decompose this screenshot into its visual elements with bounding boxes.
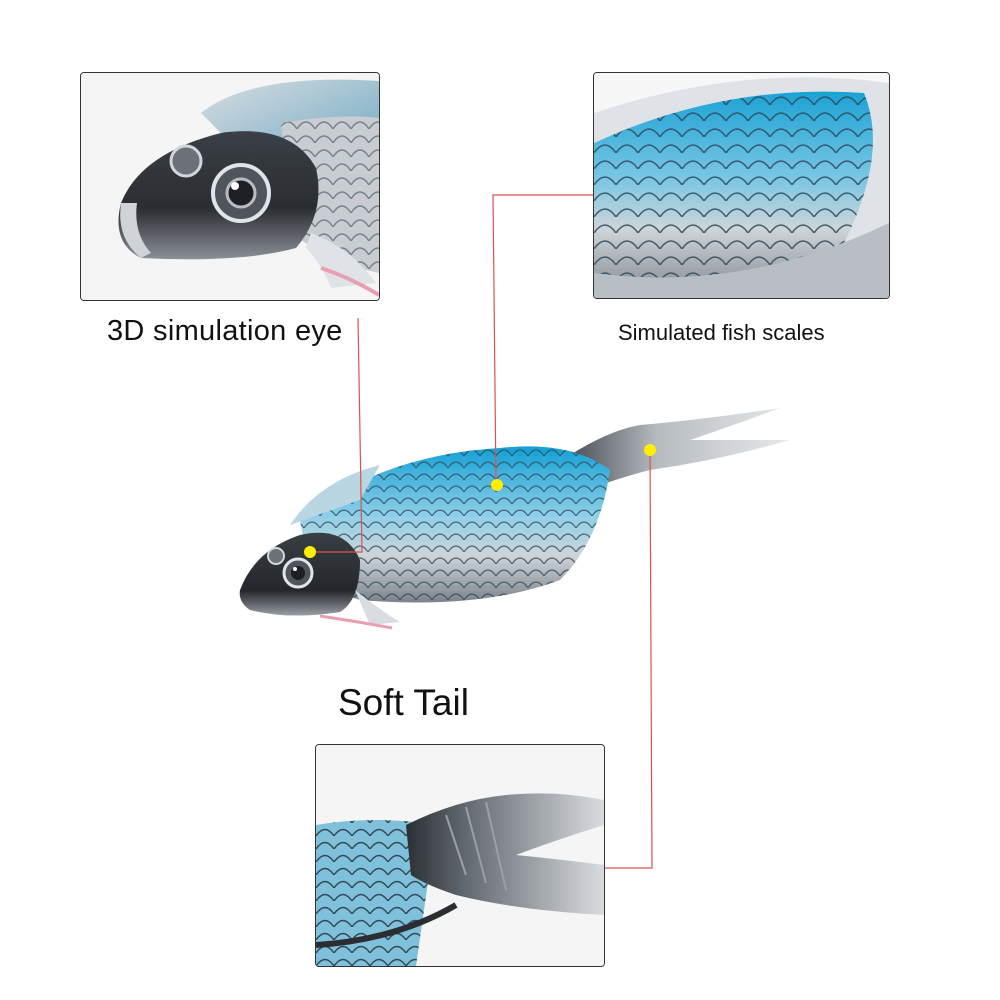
eye-closeup-panel <box>80 72 380 301</box>
fish-tail-closeup-image <box>316 745 604 966</box>
tail-marker-dot <box>644 444 656 456</box>
fish-scales-closeup-image <box>594 73 889 298</box>
scales-callout-line <box>492 194 593 486</box>
eye-callout-line <box>312 317 363 553</box>
scales-feature-label: Simulated fish scales <box>618 320 825 345</box>
tail-callout-line <box>600 451 653 869</box>
scales-marker-dot <box>491 479 503 491</box>
tail-feature-label: Soft Tail <box>338 682 469 723</box>
fish-head-closeup-image <box>81 73 379 300</box>
eye-feature-label: 3D simulation eye <box>107 315 343 347</box>
tail-closeup-panel <box>315 744 605 967</box>
scales-closeup-panel <box>593 72 890 299</box>
eye-marker-dot <box>304 546 316 558</box>
